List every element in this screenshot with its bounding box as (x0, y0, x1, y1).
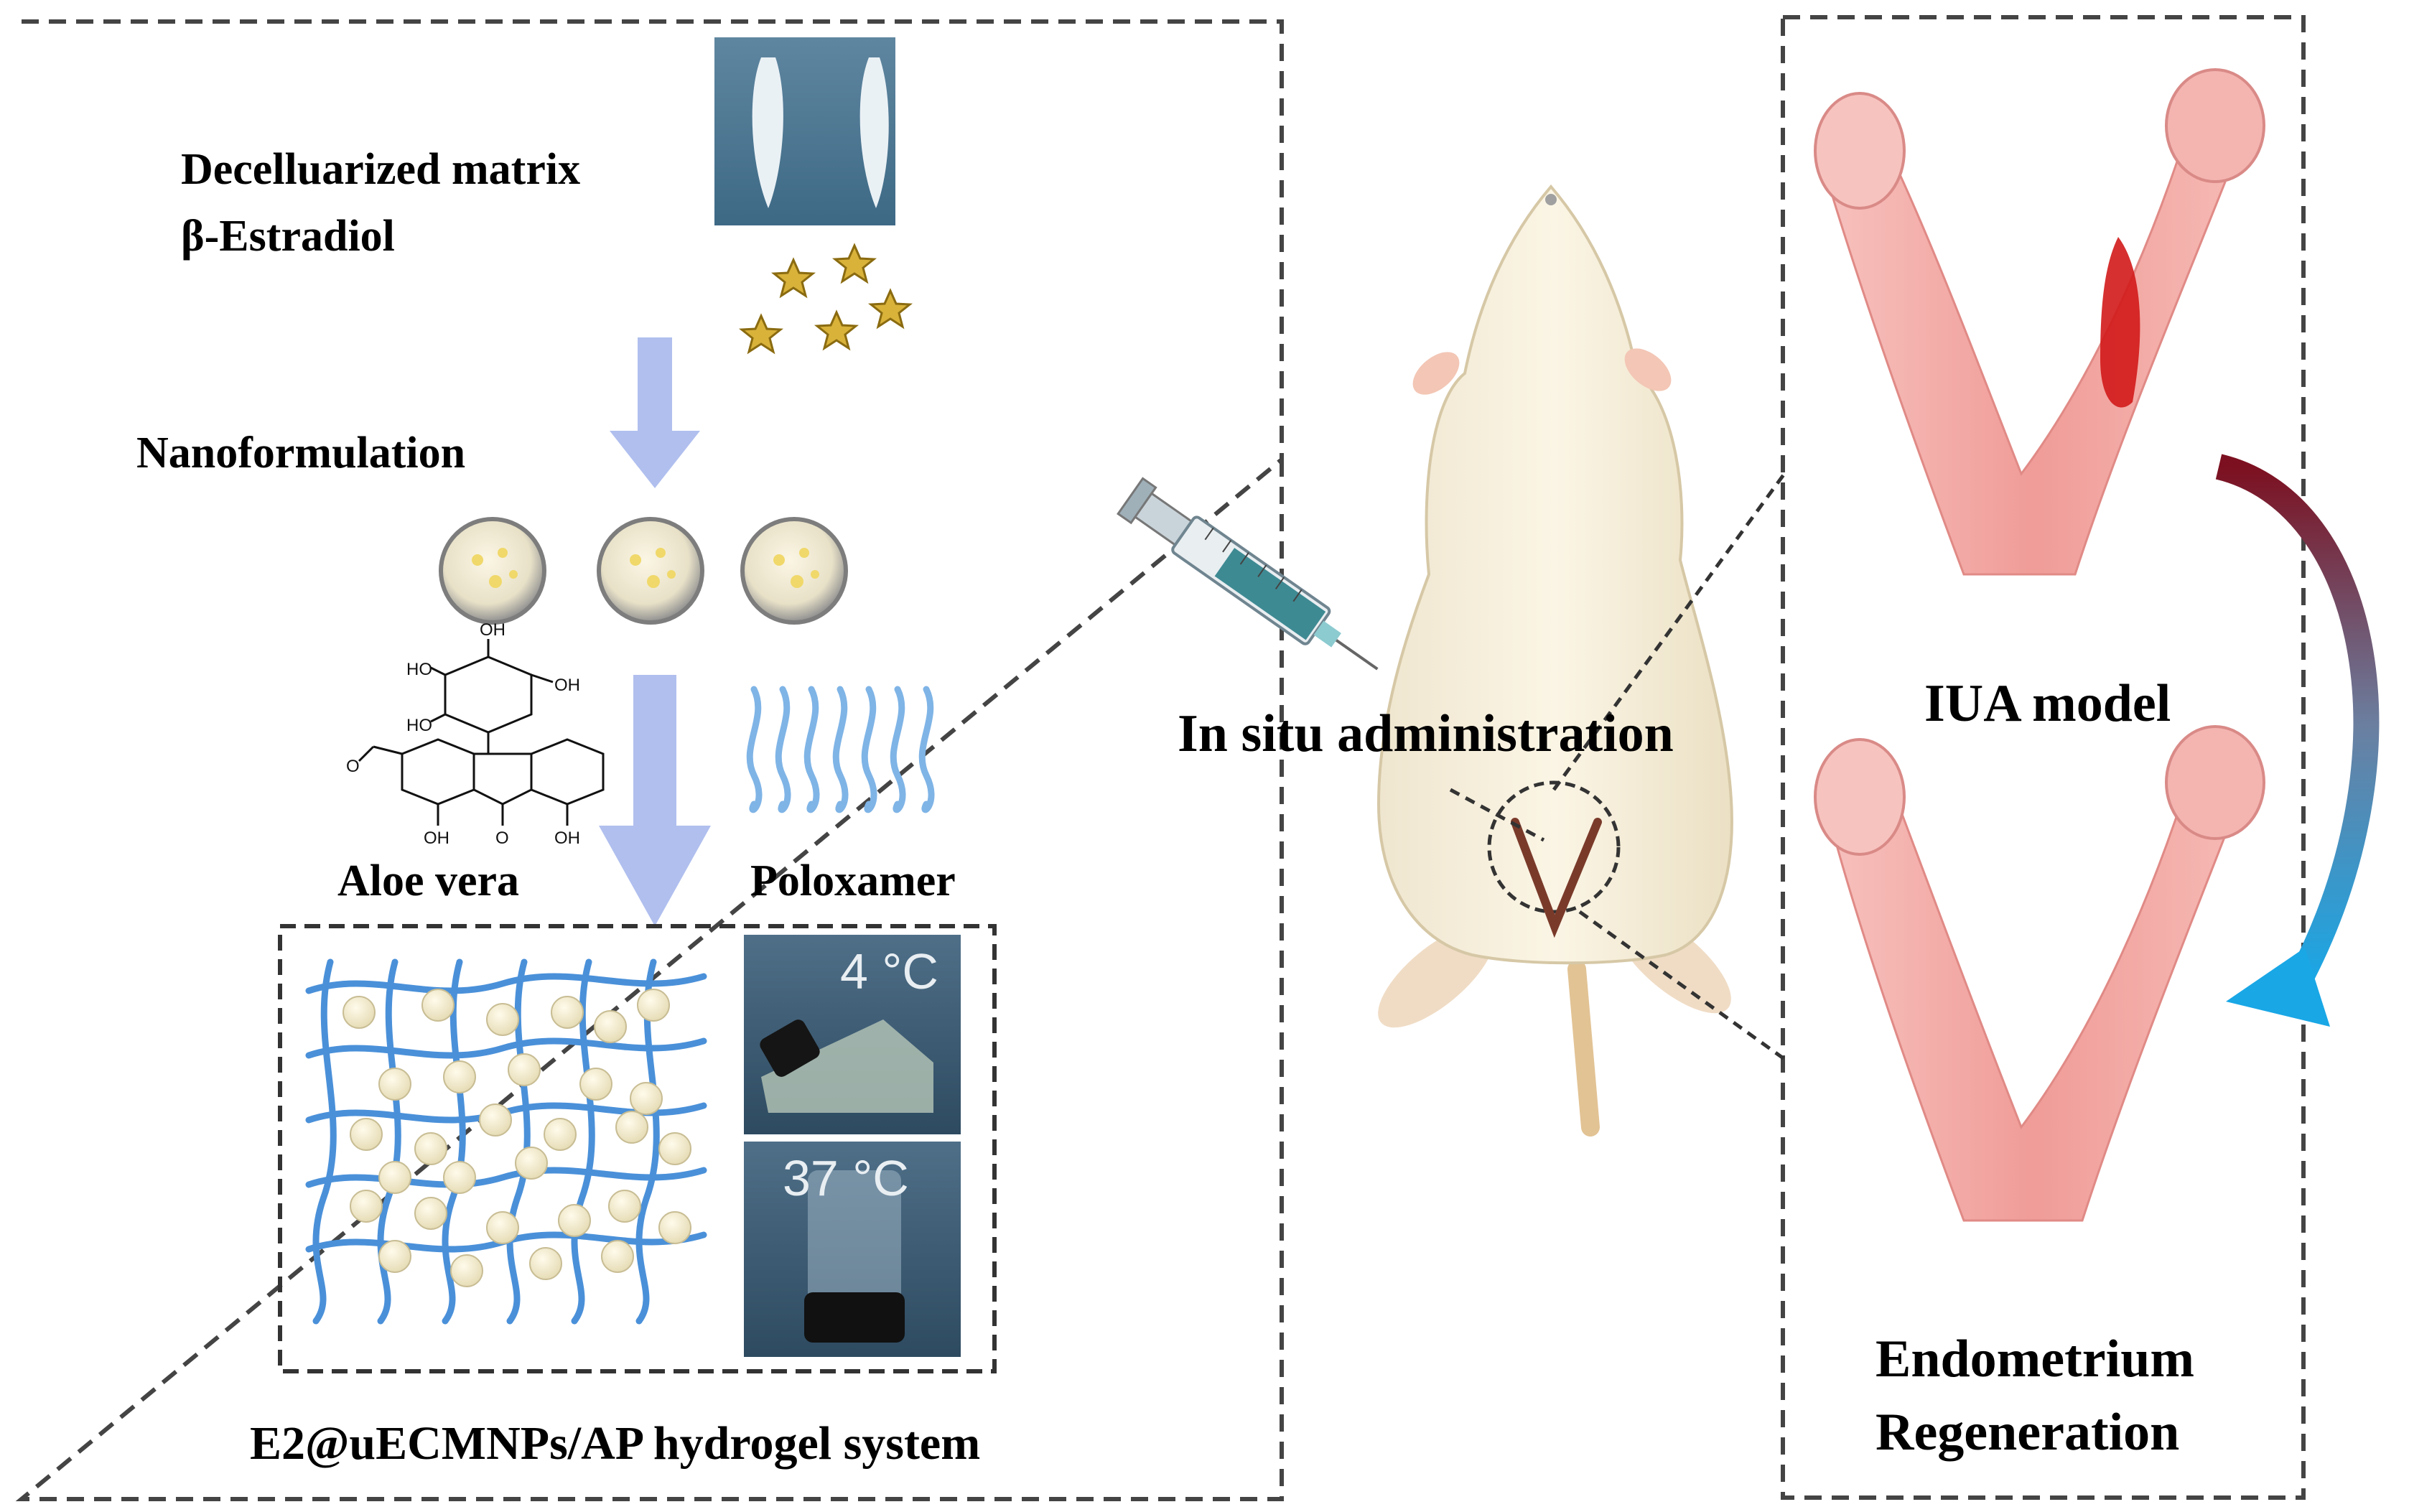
iua-model-label: IUA model (1924, 674, 2171, 733)
system-caption: E2@uECMNPs/AP hydrogel system (250, 1417, 981, 1470)
nanoformulation-label: Nanoformulation (136, 429, 466, 477)
hydrogel-box (278, 924, 997, 1373)
matrix-photo (714, 37, 895, 225)
right-panel-border (1781, 15, 2306, 1500)
materials-label-line2: β-Estradiol (181, 212, 395, 261)
vial-cold-photo (744, 935, 961, 1134)
svg-text:O: O (346, 757, 360, 776)
aloe-vera-label: Aloe vera (337, 857, 520, 905)
administration-label: In situ administration (1178, 704, 1674, 763)
hydrogel-beads (343, 989, 691, 1287)
curved-arrow-icon (2215, 454, 2380, 1027)
syringe-icon (1117, 477, 1379, 671)
svg-text:HO: HO (406, 660, 432, 679)
poloxamer-chains-icon (746, 686, 935, 813)
uterus-regenerated-icon (1814, 725, 2265, 1222)
rat-icon (1376, 184, 1733, 1137)
arrow-down-icon (599, 337, 711, 926)
aloe-vera-structure (358, 639, 605, 826)
svg-text:OH: OH (424, 829, 449, 848)
zoom-lines (1449, 472, 1786, 1061)
vial-warm-temp: 37 °C (783, 1150, 909, 1206)
nanoparticle-icon (439, 517, 848, 625)
svg-text:OH: OH (480, 620, 505, 640)
poloxamer-label: Poloxamer (750, 857, 956, 905)
regeneration-label-line2: Regeneration (1876, 1403, 2180, 1462)
svg-text:O: O (495, 829, 509, 848)
materials-label-line1: Decelluarized matrix (181, 145, 581, 194)
svg-text:HO: HO (406, 716, 432, 735)
vial-warm-photo (744, 1142, 961, 1357)
star-icon (738, 243, 913, 355)
svg-text:OH: OH (554, 829, 580, 848)
svg-text:OH: OH (554, 676, 580, 695)
chem-labels: OH HO OH HO O OH O OH (346, 620, 580, 848)
regeneration-label-line1: Endometrium (1876, 1330, 2194, 1389)
uterus-iua-icon (1814, 68, 2265, 576)
vial-cold-temp: 4 °C (840, 943, 938, 999)
